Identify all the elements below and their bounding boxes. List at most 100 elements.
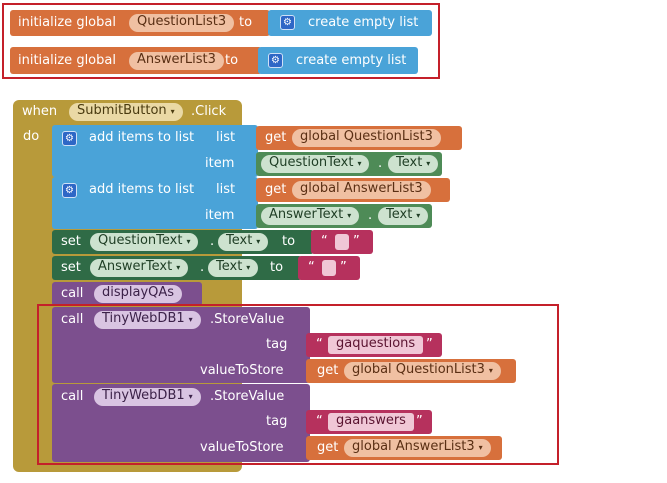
method-label: .StoreValue [210,312,285,327]
open-quote: “ [316,414,323,429]
open-quote: “ [316,337,323,352]
open-quote: “ [308,260,315,275]
dropdown-arrow-icon: ▾ [357,159,362,168]
mutator-gear-icon[interactable]: ⚙ [62,183,77,198]
text-gaquestions-block[interactable]: “ gaquestions ” [306,333,442,357]
initialize-global-answerlist3-block[interactable]: initialize global AnswerList3 to [10,47,262,74]
method-label: .StoreValue [210,389,285,404]
dropdown-arrow-icon: ▾ [176,263,181,272]
questiontext-text-getter-block[interactable]: QuestionText▾ . Text▾ [256,152,442,176]
empty-text-block[interactable]: “ ” [311,230,373,254]
call-label: call [61,312,84,327]
call-label: call [61,286,84,301]
property-dropdown[interactable]: Text▾ [388,155,439,173]
valuetostore-socket-label: valueToStore [200,440,284,455]
var-name-field[interactable]: AnswerList3 [129,52,224,70]
dropdown-arrow-icon: ▾ [246,263,251,272]
get-label: get [265,130,287,145]
add-items-label: add items to list [89,182,195,197]
set-label: set [61,234,81,249]
open-quote: “ [321,234,328,249]
variable-dropdown[interactable]: global QuestionList3 [292,129,441,147]
set-questiontext-text-block[interactable]: set QuestionText▾ . Text▾ to [52,230,314,254]
component-name: AnswerText [98,259,173,274]
create-empty-list-block[interactable]: ⚙ create empty list [268,10,432,36]
to-label: to [270,260,284,275]
close-quote: ” [416,414,423,429]
tinywebdb1-storevalue-block[interactable]: call TinyWebDB1▾ .StoreValue tag valueTo… [52,384,310,462]
get-global-questionlist3-block[interactable]: get global QuestionList3▾ [306,359,516,383]
dot-separator: . [368,208,373,223]
property-dropdown[interactable]: Text▾ [208,259,259,277]
dropdown-arrow-icon: ▾ [416,211,421,220]
create-empty-list-block[interactable]: ⚙ create empty list [258,47,418,74]
call-displayqas-block[interactable]: call displayQAs [52,282,202,306]
procedure-dropdown[interactable]: displayQAs [94,285,183,303]
tag-socket-label: tag [266,414,288,429]
mutator-gear-icon[interactable]: ⚙ [268,53,283,68]
variable-dropdown[interactable]: global QuestionList3▾ [344,362,501,380]
to-label: to [239,15,253,30]
close-quote: ” [340,260,347,275]
text-field[interactable]: gaanswers [328,413,414,431]
variable-name: global AnswerList3 [352,439,475,454]
add-items-to-list-block[interactable]: ⚙ add items to list list item [52,125,258,177]
property-name: Text [396,155,423,170]
dropdown-arrow-icon: ▾ [256,237,261,246]
set-answertext-text-block[interactable]: set AnswerText▾ . Text▾ to [52,256,302,280]
to-label: to [282,234,296,249]
get-global-answerlist3-block[interactable]: get global AnswerList3▾ [306,436,502,460]
when-label: when [22,104,58,119]
dot-separator: . [210,234,215,249]
dot-separator: . [200,260,205,275]
component-name: TinyWebDB1 [102,311,185,326]
property-name: Text [226,233,253,248]
empty-text-block[interactable]: “ ” [298,256,360,280]
item-socket-label: item [205,156,235,171]
get-label: get [317,363,339,378]
var-name-field[interactable]: QuestionList3 [129,14,235,32]
do-label: do [23,129,40,144]
empty-text-field[interactable] [322,260,336,276]
property-dropdown[interactable]: Text▾ [378,207,429,225]
get-global-questionlist3-block[interactable]: get global QuestionList3 [256,126,462,150]
dropdown-arrow-icon: ▾ [186,237,191,246]
add-items-to-list-block[interactable]: ⚙ add items to list list item [52,177,258,229]
variable-dropdown[interactable]: global AnswerList3▾ [344,439,491,457]
dropdown-arrow-icon: ▾ [488,366,493,375]
mutator-gear-icon[interactable]: ⚙ [62,131,77,146]
property-dropdown[interactable]: Text▾ [218,233,269,251]
list-socket-label: list [216,182,236,197]
component-name: SubmitButton [77,103,167,118]
component-dropdown[interactable]: TinyWebDB1▾ [94,388,201,406]
component-dropdown[interactable]: AnswerText▾ [90,259,189,277]
event-name-label: .Click [191,104,227,119]
procedure-name: displayQAs [102,285,175,300]
tag-socket-label: tag [266,337,288,352]
component-dropdown[interactable]: QuestionText▾ [261,155,370,173]
get-global-answerlist3-block[interactable]: get global AnswerList3 [256,178,450,202]
component-name: QuestionText [269,155,354,170]
initialize-global-keyword: initialize global [18,15,116,30]
component-name: TinyWebDB1 [102,388,185,403]
variable-dropdown[interactable]: global AnswerList3 [292,181,431,199]
valuetostore-socket-label: valueToStore [200,363,284,378]
var-name-text: AnswerList3 [137,52,216,67]
component-dropdown[interactable]: QuestionText▾ [90,233,199,251]
initialize-global-questionlist3-block[interactable]: initialize global QuestionList3 to [10,10,270,36]
tinywebdb1-storevalue-block[interactable]: call TinyWebDB1▾ .StoreValue tag valueTo… [52,307,310,383]
text-field[interactable]: gaquestions [328,336,424,354]
component-dropdown[interactable]: SubmitButton▾ [69,103,183,121]
text-gaanswers-block[interactable]: “ gaanswers ” [306,410,432,434]
component-name: QuestionText [98,233,183,248]
answertext-text-getter-block[interactable]: AnswerText▾ . Text▾ [256,204,432,228]
mutator-gear-icon[interactable]: ⚙ [280,15,295,30]
list-socket-label: list [216,130,236,145]
dropdown-arrow-icon: ▾ [426,159,431,168]
component-dropdown[interactable]: AnswerText▾ [261,207,360,225]
initialize-global-keyword: initialize global [18,53,116,68]
text-value: gaquestions [336,336,416,351]
component-dropdown[interactable]: TinyWebDB1▾ [94,311,201,329]
empty-text-field[interactable] [335,234,349,250]
component-name: AnswerText [269,207,344,222]
